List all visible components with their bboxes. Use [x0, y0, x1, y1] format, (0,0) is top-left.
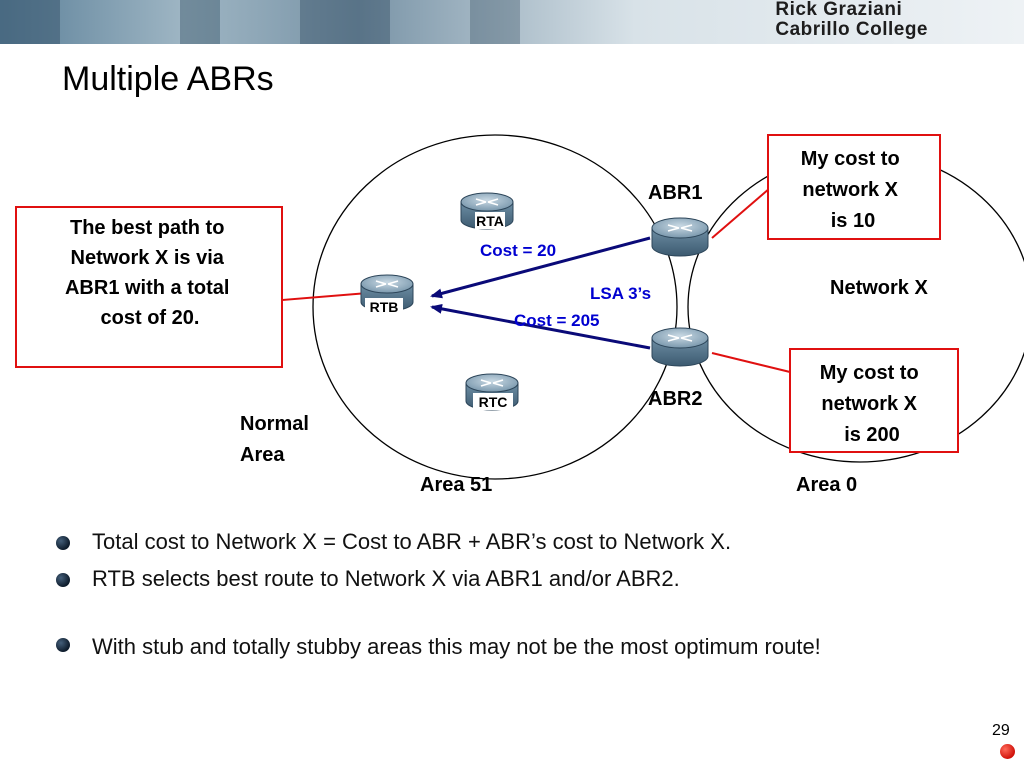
abr2-label: ABR2 — [648, 388, 702, 410]
router-arrows-icon — [475, 198, 499, 206]
banner-decoration — [300, 0, 390, 44]
svg-text:The best path to Network X: The best path to Network X is via ABR1 w… — [65, 217, 235, 329]
abr2-callout-leader — [711, 352, 791, 373]
router-label-bg — [475, 212, 505, 229]
area-51-circle — [312, 134, 678, 480]
router-abr2[interactable] — [651, 327, 709, 367]
bullet-text: With stub and totally stubby areas this … — [92, 634, 821, 659]
bullet-item: RTB selects best route to Network X via … — [56, 565, 996, 593]
banner-decoration — [470, 0, 520, 44]
best-path-leader — [281, 292, 369, 341]
router-label-bg — [473, 393, 513, 410]
abr2-cost-line: network X — [821, 393, 917, 415]
best-path-line: cost of 20. — [101, 307, 200, 329]
abr1-to-rtb-arrow — [430, 236, 651, 299]
bullet-text: Total cost to Network X = Cost to ABR + … — [92, 529, 732, 554]
header-banner: Rick Graziani Cabrillo College — [0, 0, 1024, 44]
router-label-bg — [365, 298, 403, 315]
router-rta[interactable]: RTA — [460, 192, 514, 230]
abr2-cost-line: My cost to — [820, 362, 919, 384]
lsa-label: LSA 3’s — [590, 284, 651, 303]
bullet-item: Total cost to Network X = Cost to ABR + … — [56, 528, 996, 556]
normal-area-label: Normal — [240, 413, 309, 435]
area-51-label: Area 51 — [420, 474, 492, 496]
best-path-line: Network X is via — [71, 247, 225, 269]
bullet-dot-icon — [56, 638, 70, 652]
abr1-cost-callout — [767, 134, 941, 240]
bullet-dot-icon — [56, 536, 70, 550]
page-number: 29 — [992, 722, 1010, 739]
abr1-cost-line: My cost to — [801, 148, 900, 170]
router-rtb[interactable]: RTB — [360, 274, 414, 315]
area-0-label: Area 0 — [796, 474, 857, 496]
router-rta-label: RTA — [476, 213, 504, 229]
author-credit: Rick Graziani Cabrillo College — [775, 0, 928, 40]
banner-decoration — [0, 0, 60, 44]
router-rtc[interactable]: RTC — [465, 373, 519, 411]
abr1-cost-line: network X — [802, 179, 898, 201]
author-name: Rick Graziani — [775, 0, 903, 20]
normal-area-label: Area — [240, 444, 285, 466]
bullet-list: Total cost to Network X = Cost to ABR + … — [56, 528, 996, 663]
abr2-to-rtb-arrow — [430, 303, 651, 350]
router-arrows-icon — [375, 280, 399, 288]
router-arrows-icon — [667, 334, 693, 342]
red-dot-icon — [1000, 744, 1015, 759]
network-x-label: Network X — [830, 277, 928, 299]
best-path-callout — [15, 206, 283, 368]
banner-decoration — [180, 0, 220, 44]
router-arrows-icon — [667, 224, 693, 232]
bullet-text: RTB selects best route to Network X via … — [92, 566, 680, 591]
router-arrows-icon — [480, 379, 504, 387]
svg-text:My cost to network X i: My cost to network X is 10 — [801, 148, 905, 232]
cost-abr2-label: Cost = 205 — [514, 311, 600, 330]
author-school: Cabrillo College — [775, 19, 928, 40]
svg-text:My cost to network X i: My cost to network X is 200 — [820, 362, 924, 446]
abr1-label: ABR1 — [648, 182, 702, 204]
cost-abr1-label: Cost = 20 — [480, 241, 556, 260]
abr1-cost-line: is 10 — [831, 210, 875, 232]
abr2-cost-callout — [789, 348, 959, 453]
router-rtc-label: RTC — [479, 394, 508, 410]
abr2-cost-line: is 200 — [844, 424, 900, 446]
best-path-line: The best path to — [70, 217, 224, 239]
bullet-dot-icon — [56, 573, 70, 587]
router-rtb-label: RTB — [370, 299, 399, 315]
best-path-line: ABR1 with a total — [65, 277, 229, 299]
bullet-item: With stub and totally stubby areas this … — [56, 630, 996, 663]
router-abr1[interactable] — [651, 217, 709, 257]
slide-title: Multiple ABRs — [62, 60, 274, 98]
abr1-callout-leader — [711, 187, 771, 239]
